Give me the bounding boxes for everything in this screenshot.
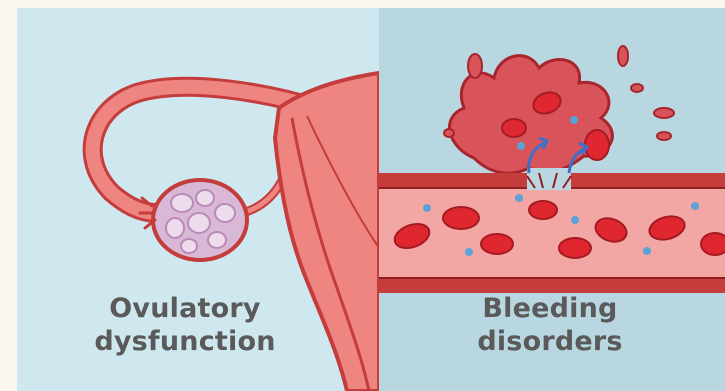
bleeding-caption: Bleeding disorders — [450, 292, 650, 358]
uterus-body — [275, 73, 379, 391]
ovulatory-caption: Ovulatory dysfunction — [85, 292, 285, 358]
ovary — [153, 180, 247, 260]
